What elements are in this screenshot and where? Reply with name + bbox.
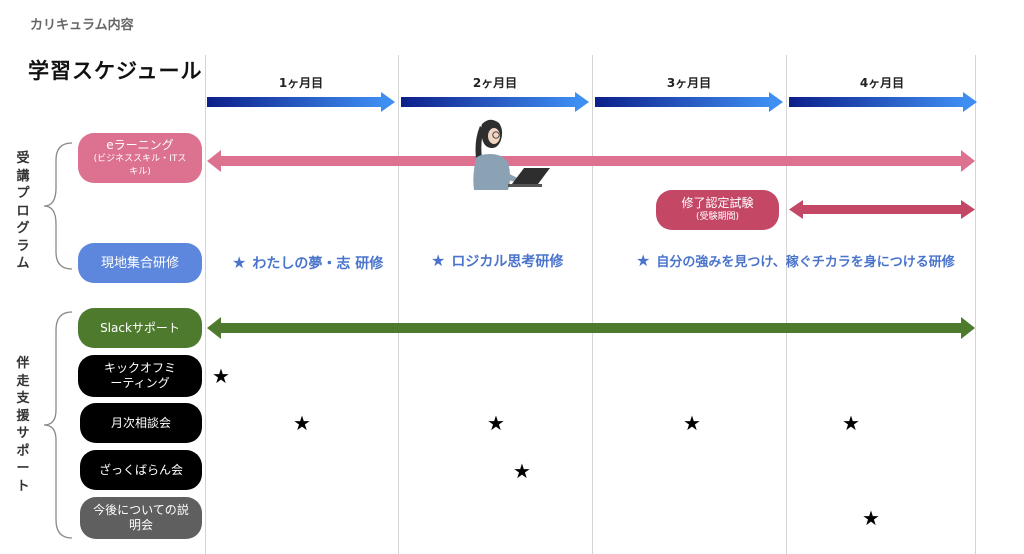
person-laptop-icon xyxy=(473,119,550,190)
program-brace xyxy=(43,142,73,270)
month-2-arrow xyxy=(401,92,589,112)
grid-line xyxy=(205,55,206,554)
section-label: カリキュラム内容 xyxy=(30,18,134,33)
month-4-arrow xyxy=(789,92,977,112)
star-icon: ★ xyxy=(862,506,880,530)
grid-line xyxy=(975,55,976,554)
star-icon: ★ xyxy=(293,411,311,435)
monthly-label: 月次相談会 xyxy=(110,415,171,430)
star-icon: ★ xyxy=(232,253,247,272)
page-title: 学習スケジュール xyxy=(28,59,203,83)
slack-label: Slackサポート xyxy=(100,320,180,335)
program-group-label: 受講プログラム xyxy=(16,151,30,271)
elearning-sub: (ビジネススキル・ITスキル) xyxy=(93,153,187,177)
month-3-arrow xyxy=(595,92,783,112)
slack-pill: Slackサポート xyxy=(78,308,202,348)
support-group-label: 伴走支援サポート xyxy=(16,356,30,494)
exam-span-arrow xyxy=(789,200,975,219)
star-icon: ★ xyxy=(683,411,701,435)
month-1-label: 1ヶ月目 xyxy=(278,76,324,90)
course-1: ★ わたしの夢・志 研修 xyxy=(232,253,383,273)
casual-label: ざっくばらん会 xyxy=(98,462,183,477)
slack-span-arrow xyxy=(207,317,975,339)
course-2-label: ロジカル思考研修 xyxy=(451,254,564,270)
star-icon: ★ xyxy=(842,411,860,435)
course-2: ★ ロジカル思考研修 xyxy=(431,251,563,271)
course-3: ★ 自分の強みを見つけ、稼ぐチカラを身につける研修 xyxy=(636,251,955,270)
elearning-span-arrow xyxy=(207,150,975,172)
course-1-label: わたしの夢・志 研修 xyxy=(252,256,384,272)
star-icon: ★ xyxy=(487,411,505,435)
month-4-label: 4ヶ月目 xyxy=(859,76,905,90)
support-brace xyxy=(43,311,73,539)
exam-sub: (受験期間) xyxy=(695,212,740,222)
exam-title: 修了認定試験 xyxy=(681,196,754,210)
star-icon: ★ xyxy=(431,251,446,270)
exam-pill: 修了認定試験 (受験期間) xyxy=(656,190,779,230)
grid-line xyxy=(592,55,593,554)
star-icon: ★ xyxy=(212,364,230,388)
grid-line xyxy=(786,55,787,554)
star-icon: ★ xyxy=(513,459,531,483)
elearning-title: eラーニング xyxy=(106,137,174,152)
monthly-pill: 月次相談会 xyxy=(80,403,202,443)
month-1-arrow xyxy=(207,92,395,112)
grid-line xyxy=(398,55,399,554)
kickoff-label: キックオフミーティング xyxy=(103,361,176,390)
month-2-label: 2ヶ月目 xyxy=(472,76,518,90)
elearning-pill: eラーニング (ビジネススキル・ITスキル) xyxy=(78,133,202,183)
onsite-pill: 現地集合研修 xyxy=(78,243,202,283)
casual-pill: ざっくばらん会 xyxy=(80,450,202,490)
briefing-label: 今後についての説明会 xyxy=(93,503,189,532)
kickoff-pill: キックオフミーティング xyxy=(78,355,202,397)
briefing-pill: 今後についての説明会 xyxy=(80,497,202,539)
month-3-label: 3ヶ月目 xyxy=(666,76,712,90)
course-3-label: 自分の強みを見つけ、稼ぐチカラを身につける研修 xyxy=(656,255,955,270)
onsite-title: 現地集合研修 xyxy=(100,255,179,271)
star-icon: ★ xyxy=(636,251,651,270)
